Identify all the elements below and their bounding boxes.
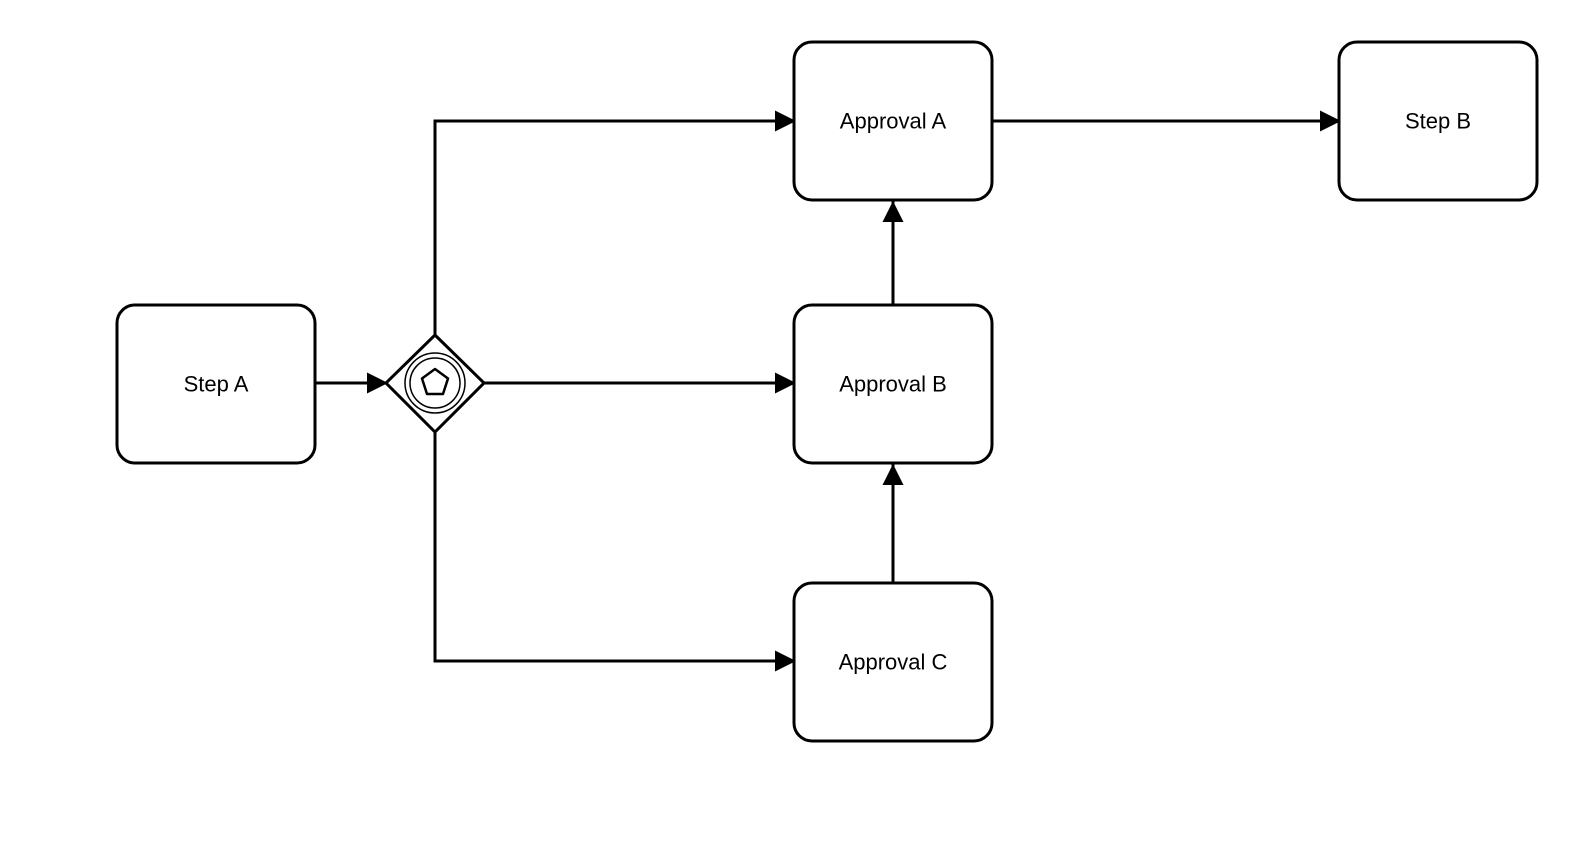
event-based-gateway[interactable] [383, 332, 487, 435]
task-approval-a[interactable]: Approval A [792, 40, 994, 202]
task-approval-b[interactable]: Approval B [792, 303, 994, 465]
task-approval-c[interactable]: Approval C [792, 581, 994, 743]
flow-gateway-to-approval-c[interactable] [433, 432, 796, 672]
sequence-flows [316, 110, 1341, 672]
flow-gateway-to-approval-a[interactable] [433, 110, 796, 336]
task-approval-b-label: Approval B [839, 372, 947, 397]
task-step-b-label: Step B [1405, 109, 1471, 134]
task-step-a[interactable]: Step A [115, 303, 317, 465]
pentagon-icon [404, 352, 466, 414]
task-approval-c-label: Approval C [839, 650, 948, 675]
task-step-a-label: Step A [184, 372, 249, 397]
task-approval-a-label: Approval A [840, 109, 947, 134]
task-step-b[interactable]: Step B [1337, 40, 1539, 202]
